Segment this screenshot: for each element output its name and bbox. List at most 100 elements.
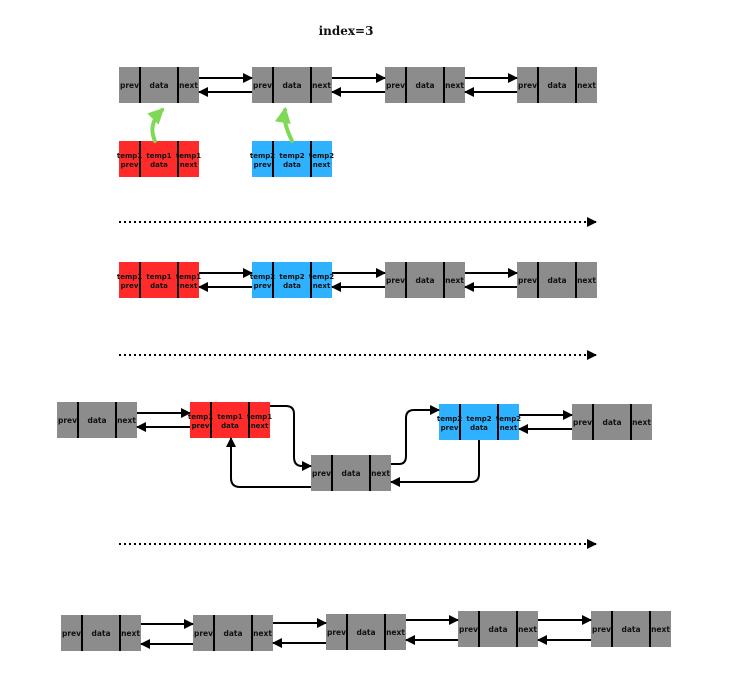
field-prev: prev xyxy=(58,416,77,425)
field-data: data xyxy=(415,81,434,90)
field-data: data xyxy=(283,161,301,169)
node-box xyxy=(591,611,671,647)
node-box xyxy=(572,404,652,440)
field-data-owner: temp1 xyxy=(146,152,171,160)
field-data: data xyxy=(547,81,566,90)
field-data: data xyxy=(547,276,566,285)
field-prev-owner: temp2 xyxy=(437,415,462,423)
field-next: next xyxy=(251,422,269,430)
field-next: next xyxy=(445,81,464,90)
node-box xyxy=(190,402,270,438)
field-next: next xyxy=(180,161,198,169)
field-prev: prev xyxy=(192,422,210,430)
node-box xyxy=(252,67,332,103)
field-next-owner: temp2 xyxy=(309,273,334,281)
field-prev: prev xyxy=(62,629,81,638)
field-data: data xyxy=(150,282,168,290)
field-next: next xyxy=(500,424,518,432)
middle-prev-to-temp1-arrow xyxy=(226,437,311,488)
field-data: data xyxy=(221,422,239,430)
field-next-owner: temp1 xyxy=(176,273,201,281)
field-data: data xyxy=(150,161,168,169)
temp2-prev-to-middle-arrow xyxy=(390,440,480,487)
field-prev-owner: temp2 xyxy=(250,273,275,281)
field-prev: prev xyxy=(312,469,331,478)
field-next: next xyxy=(386,628,405,637)
node-box xyxy=(385,67,465,103)
field-data: data xyxy=(283,282,301,290)
field-prev: prev xyxy=(327,628,346,637)
diagram-title: index=3 xyxy=(319,24,374,38)
stage3-middle-node: prev data next xyxy=(311,455,391,491)
field-prev: prev xyxy=(592,625,611,634)
field-prev: prev xyxy=(386,276,405,285)
field-prev: prev xyxy=(459,625,478,634)
node-box xyxy=(252,141,332,177)
field-prev: prev xyxy=(518,81,537,90)
field-next: next xyxy=(632,418,651,427)
field-data: data xyxy=(223,629,242,638)
field-data: data xyxy=(341,469,360,478)
node-box xyxy=(439,404,519,440)
field-data: data xyxy=(282,81,301,90)
field-next: next xyxy=(180,282,198,290)
stage1-node-3: prev data next xyxy=(385,67,465,103)
field-data: data xyxy=(621,625,640,634)
node-box xyxy=(385,262,465,298)
field-data-owner: temp1 xyxy=(146,273,171,281)
temp1-pointer-arrow xyxy=(147,107,165,143)
field-next: next xyxy=(312,81,331,90)
node-box xyxy=(326,614,406,650)
field-next: next xyxy=(253,629,272,638)
field-prev: prev xyxy=(441,424,459,432)
field-data: data xyxy=(415,276,434,285)
field-next-owner: temp1 xyxy=(176,152,201,160)
field-next-owner: temp2 xyxy=(309,152,334,160)
field-prev: prev xyxy=(121,161,139,169)
field-prev: prev xyxy=(194,629,213,638)
field-data-owner: temp2 xyxy=(466,415,491,423)
field-prev: prev xyxy=(120,81,139,90)
field-next: next xyxy=(313,161,331,169)
node-box xyxy=(517,262,597,298)
field-prev-owner: temp1 xyxy=(117,152,142,160)
temp1-next-to-middle-arrow xyxy=(270,405,312,471)
field-next: next xyxy=(518,625,537,634)
field-data-owner: temp2 xyxy=(279,273,304,281)
field-prev-owner: temp2 xyxy=(250,152,275,160)
field-next-owner: temp2 xyxy=(496,415,521,423)
field-next: next xyxy=(371,469,390,478)
field-data: data xyxy=(602,418,621,427)
node-box xyxy=(458,611,538,647)
node-box xyxy=(57,402,137,438)
field-data: data xyxy=(149,81,168,90)
field-prev: prev xyxy=(386,81,405,90)
field-next: next xyxy=(445,276,464,285)
field-data: data xyxy=(470,424,488,432)
field-prev: prev xyxy=(254,282,272,290)
field-data: data xyxy=(488,625,507,634)
node-box xyxy=(252,262,332,298)
field-data-owner: temp1 xyxy=(217,413,242,421)
middle-next-to-temp2-arrow xyxy=(391,405,440,465)
field-next: next xyxy=(117,416,136,425)
node-box xyxy=(61,615,141,651)
node-box xyxy=(517,67,597,103)
field-prev: prev xyxy=(518,276,537,285)
temp2-pointer-arrow xyxy=(275,106,294,143)
field-next: next xyxy=(651,625,670,634)
node-box xyxy=(311,455,391,491)
node-box xyxy=(119,141,199,177)
